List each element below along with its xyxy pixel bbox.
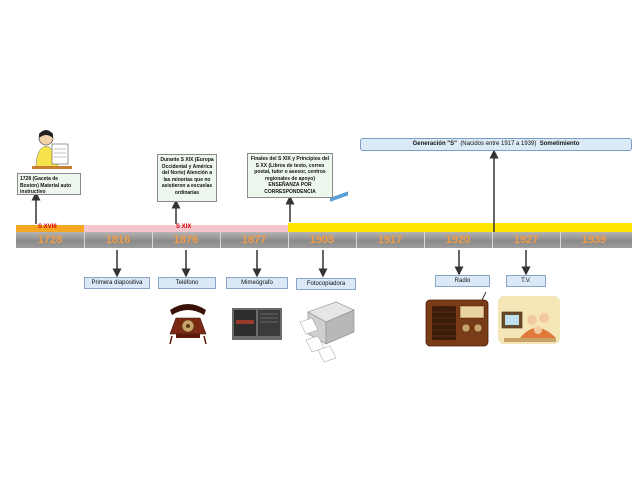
- year-1876: 1876: [173, 234, 199, 246]
- timeline-separator: [560, 232, 561, 248]
- year-1920: 1920: [445, 234, 471, 246]
- event-box-1877: Finales del S XIX y Principios del S XX …: [247, 153, 333, 198]
- event-box-1876: Durante S XIX (Europa Occidental y Améri…: [157, 154, 217, 202]
- timeline-separator: [152, 232, 153, 248]
- generation-box: Generación "S" (Nacidos entre 1917 a 193…: [360, 138, 632, 151]
- year-1927: 1927: [513, 234, 539, 246]
- era-label-xviii: S XVIII: [38, 224, 57, 230]
- timeline-separator: [356, 232, 357, 248]
- year-1728: 1728: [37, 234, 63, 246]
- label-telefono: Teléfono: [158, 277, 216, 289]
- label-primera-diapositiva: Primera diapositiva: [84, 277, 150, 289]
- label-radio: Radio: [435, 275, 490, 287]
- label-fotocopiadora: Fotocopiadora: [296, 278, 356, 290]
- timeline-separator: [84, 232, 85, 248]
- label-mimeografo: Mimeógrafo: [226, 277, 288, 289]
- mimeograph-illustration: [232, 308, 282, 340]
- year-1877: 1877: [241, 234, 267, 246]
- year-1816: 1816: [105, 234, 131, 246]
- timeline-separator: [424, 232, 425, 248]
- person-reading-illustration: [32, 130, 72, 169]
- era-band-xviii: [16, 225, 84, 232]
- family-tv-illustration: [498, 296, 560, 344]
- generation-range: (Nacidos entre 1917 a 1939): [460, 141, 537, 147]
- year-1917: 1917: [377, 234, 403, 246]
- timeline-separator: [288, 232, 289, 248]
- photocopier-illustration: [299, 191, 355, 363]
- timeline-bar: [16, 232, 632, 248]
- generation-title: Generación "S": [412, 141, 457, 147]
- year-1939: 1939: [581, 234, 607, 246]
- timeline-separator: [492, 232, 493, 248]
- era-label-xix: S XIX: [176, 224, 192, 230]
- label-tv: T.V.: [506, 275, 546, 287]
- radio-illustration: [425, 291, 489, 347]
- generation-trait: Sometimiento: [539, 141, 580, 147]
- event-box-1728: 1728 (Gaceta de Boston) Material auto in…: [17, 173, 81, 195]
- telephone-illustration: [169, 304, 207, 345]
- era-band-xix: [84, 225, 288, 232]
- year-1905: 1905: [309, 234, 335, 246]
- era-band-xx: [288, 223, 632, 232]
- timeline-separator: [220, 232, 221, 248]
